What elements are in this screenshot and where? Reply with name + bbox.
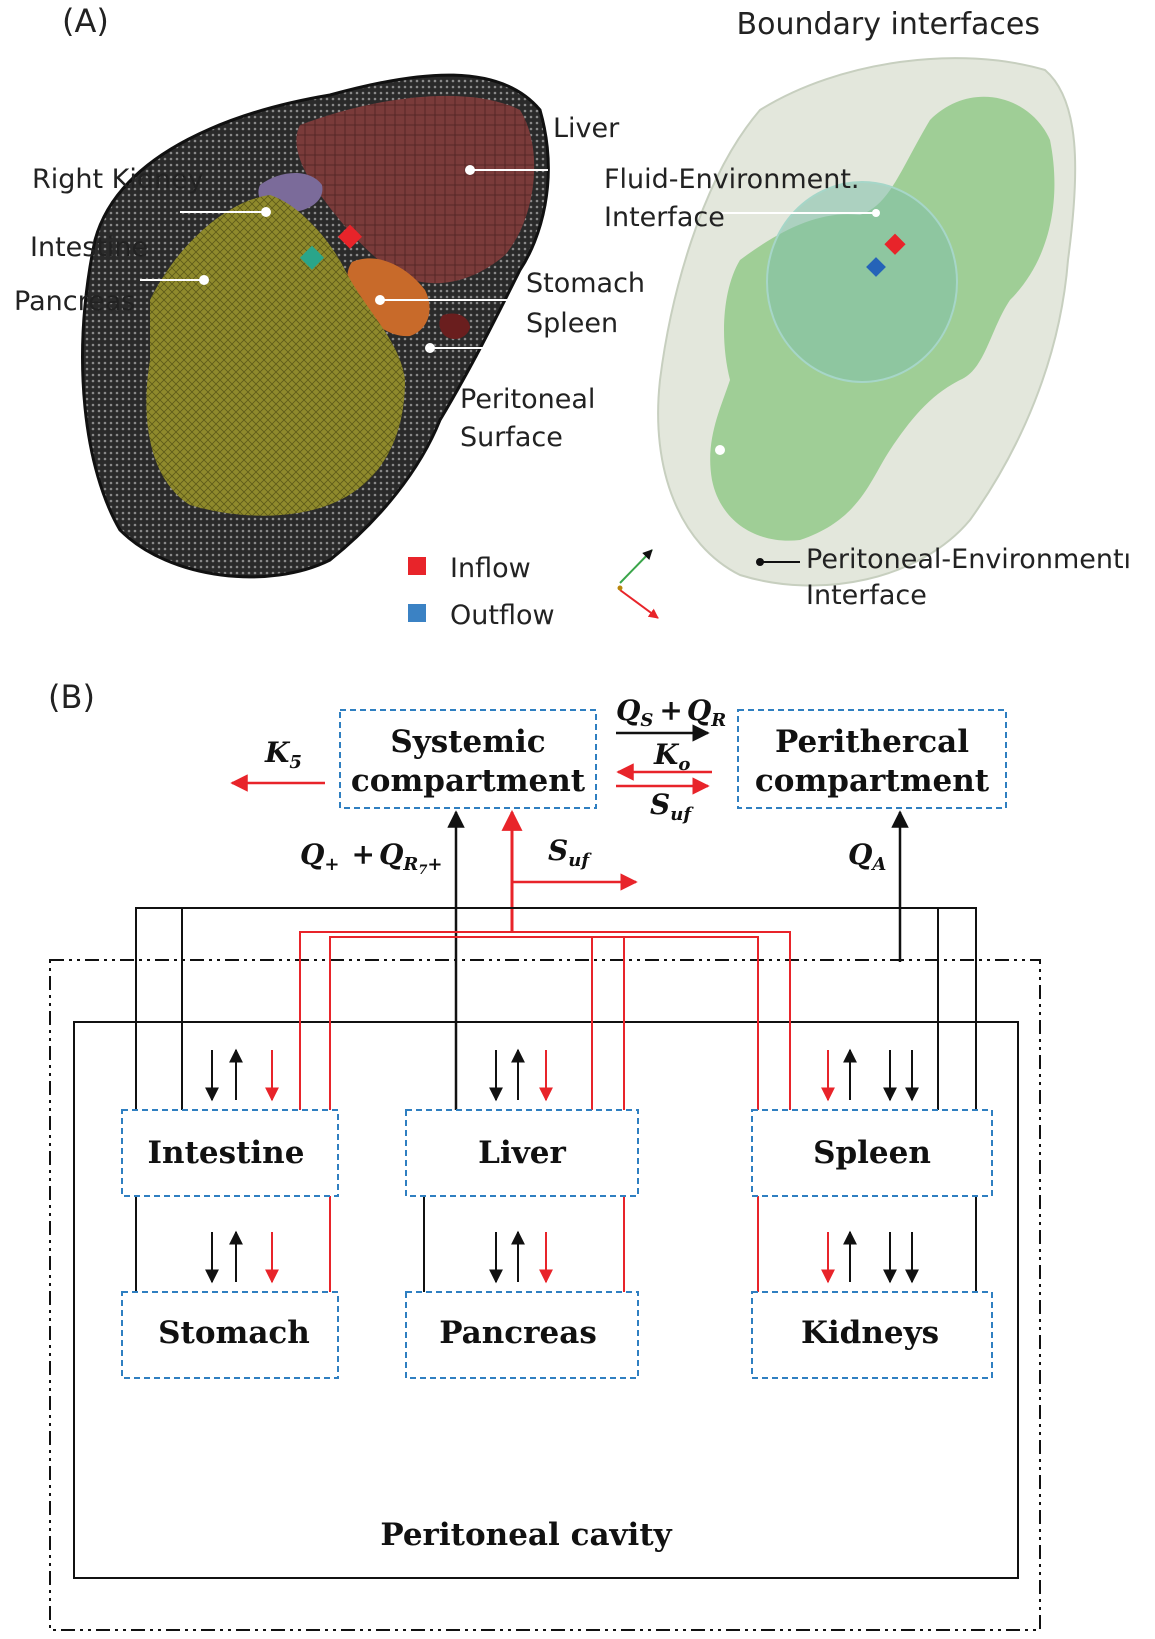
organ-spleen-label: Spleen xyxy=(813,1135,931,1171)
legend-inflow-label: Inflow xyxy=(450,553,531,584)
mesh-model xyxy=(81,73,550,579)
legend-outflow-swatch xyxy=(408,604,426,622)
qplus-label: Q++QR7+ xyxy=(300,838,442,878)
dot-peritoneal-white xyxy=(715,445,725,455)
systemic-line2: compartment xyxy=(351,763,586,799)
axis-green xyxy=(619,549,653,584)
perithercal-line1: Perithercal xyxy=(775,724,969,760)
legend-inflow-swatch xyxy=(408,557,426,575)
cavity-label: Peritoneal cavity xyxy=(380,1517,672,1553)
organ-intestine-label: Intestine xyxy=(148,1135,305,1171)
organ-spleen: Spleen xyxy=(751,1109,993,1197)
suf-mid-label: Suf xyxy=(548,834,592,871)
exchange-arrows xyxy=(205,1048,919,1284)
dot-kidney xyxy=(261,207,271,217)
spleen-mesh xyxy=(439,313,470,340)
outflow-marker-right xyxy=(866,257,886,277)
boundary-model xyxy=(617,57,1077,619)
intestine-mesh xyxy=(146,195,406,516)
k5-label: K5 xyxy=(264,736,302,773)
label-perit-env-2: Interface xyxy=(806,580,927,611)
organ-liver-label: Liver xyxy=(478,1135,566,1171)
organ-liver: Liver xyxy=(405,1109,639,1197)
label-peritoneal-1: Peritoneal xyxy=(460,384,595,415)
suf-top-label: Suf xyxy=(650,788,694,825)
dot-liver xyxy=(465,165,475,175)
outer-boundary xyxy=(49,959,1041,1631)
axis-red xyxy=(619,589,659,619)
label-peritoneal-2: Surface xyxy=(460,422,563,453)
organ-stomach-label: Stomach xyxy=(158,1315,310,1351)
ko-label: Ko xyxy=(653,738,690,775)
label-fluid-env-1: Fluid-Environment. xyxy=(604,164,860,195)
label-pancreas: Pancreas xyxy=(14,286,135,317)
label-fluid-env-2: Interface xyxy=(604,202,725,233)
legend-outflow-label: Outflow xyxy=(450,600,555,631)
axis-origin xyxy=(617,585,623,591)
dot-spleen xyxy=(425,343,435,353)
label-intestine: Intestine xyxy=(30,232,148,263)
outflow-marker-left xyxy=(299,245,325,270)
dot-perit-env xyxy=(756,558,764,566)
label-stomach: Stomach xyxy=(526,268,645,299)
label-spleen: Spleen xyxy=(526,308,618,339)
perithercal-box xyxy=(737,709,1007,809)
organ-pancreas: Pancreas xyxy=(405,1291,639,1379)
qs-qr-label: QS+QR xyxy=(616,694,726,731)
systemic-box xyxy=(339,709,597,809)
panel-b-tag: (B) xyxy=(48,678,95,716)
label-perit-env-1: Peritoneal-Environmentı xyxy=(806,544,1131,575)
fluid-env-interface xyxy=(766,181,958,383)
inflow-marker-left xyxy=(337,224,363,249)
dot-stomach xyxy=(375,295,385,305)
organ-pancreas-label: Pancreas xyxy=(439,1315,597,1351)
peritoneal-cavity-box xyxy=(73,1021,1019,1579)
perithercal-line2: compartment xyxy=(755,763,990,799)
organ-kidneys-label: Kidneys xyxy=(801,1315,939,1351)
dot-pancreas xyxy=(199,275,209,285)
organ-stomach: Stomach xyxy=(121,1291,339,1379)
organ-intestine: Intestine xyxy=(121,1109,339,1197)
boundary-title: Boundary interfaces xyxy=(737,7,1040,42)
panel-a-tag: (A) xyxy=(62,2,109,40)
systemic-line1: Systemic xyxy=(390,724,545,760)
label-liver: Liver xyxy=(553,113,620,144)
organ-kidneys: Kidneys xyxy=(751,1291,993,1379)
label-right-kidney: Right Kidney xyxy=(32,164,204,195)
inflow-marker-right xyxy=(884,233,906,255)
qa-label: QA xyxy=(848,838,886,875)
dot-fluid xyxy=(872,209,880,217)
